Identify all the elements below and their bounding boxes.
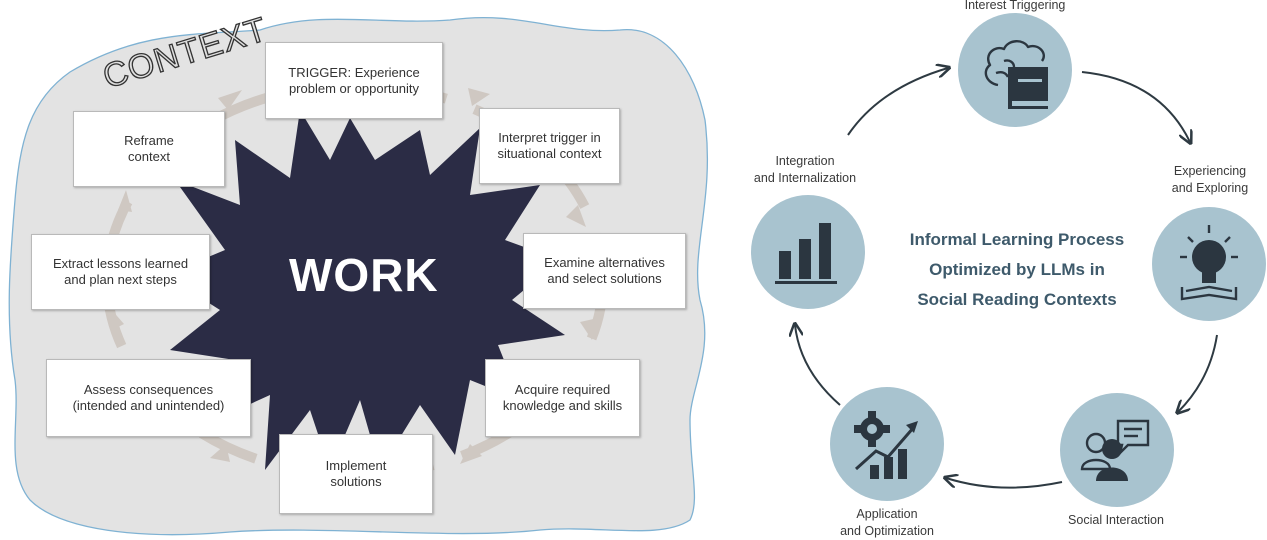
gear-growth-chart-icon	[854, 411, 918, 479]
arrow-experiencing-to-social	[1178, 334, 1218, 412]
node-application-optimization	[830, 387, 944, 501]
step-implement-solutions: Implement solutions	[279, 434, 433, 514]
brain-book-icon	[984, 40, 1048, 109]
work-label: WORK	[289, 249, 439, 301]
node-interest-triggering	[958, 13, 1072, 127]
step-assess-consequences: Assess consequences (intended and uninte…	[46, 359, 251, 437]
node-social-interaction	[1060, 393, 1174, 507]
step-acquire-knowledge: Acquire required knowledge and skills	[485, 359, 640, 437]
step-examine-alternatives: Examine alternatives and select solution…	[523, 233, 686, 309]
lightbulb-book-icon	[1180, 225, 1238, 301]
arrow-social-to-application	[946, 478, 1063, 489]
step-trigger: TRIGGER: Experience problem or opportuni…	[265, 42, 443, 119]
label-application-optimization: Application and Optimization	[840, 507, 934, 538]
step-extract-lessons: Extract lessons learned and plan next st…	[31, 234, 210, 310]
node-integration-internalization	[751, 195, 865, 309]
label-experiencing-exploring: Experiencing and Exploring	[1171, 164, 1249, 195]
node-experiencing-exploring	[1152, 207, 1266, 321]
label-integration-internalization: Integration and Internalization	[753, 154, 857, 185]
process-title: Informal Learning Process Optimized by L…	[909, 230, 1125, 309]
people-chat-icon	[1080, 419, 1150, 481]
label-interest-triggering: Interest Triggering	[964, 0, 1066, 12]
work-starburst	[165, 110, 565, 470]
arrow-application-to-integration	[795, 325, 841, 406]
step-reframe-context: Reframe context	[73, 111, 225, 187]
bar-chart-icon	[775, 223, 837, 284]
step-interpret-trigger: Interpret trigger in situational context	[479, 108, 620, 184]
cycle-arrowheads	[110, 88, 598, 464]
label-social-interaction: Social Interaction	[1068, 513, 1164, 527]
arrow-interest-to-experiencing	[1081, 71, 1190, 142]
arrow-integration-to-interest	[847, 68, 948, 136]
